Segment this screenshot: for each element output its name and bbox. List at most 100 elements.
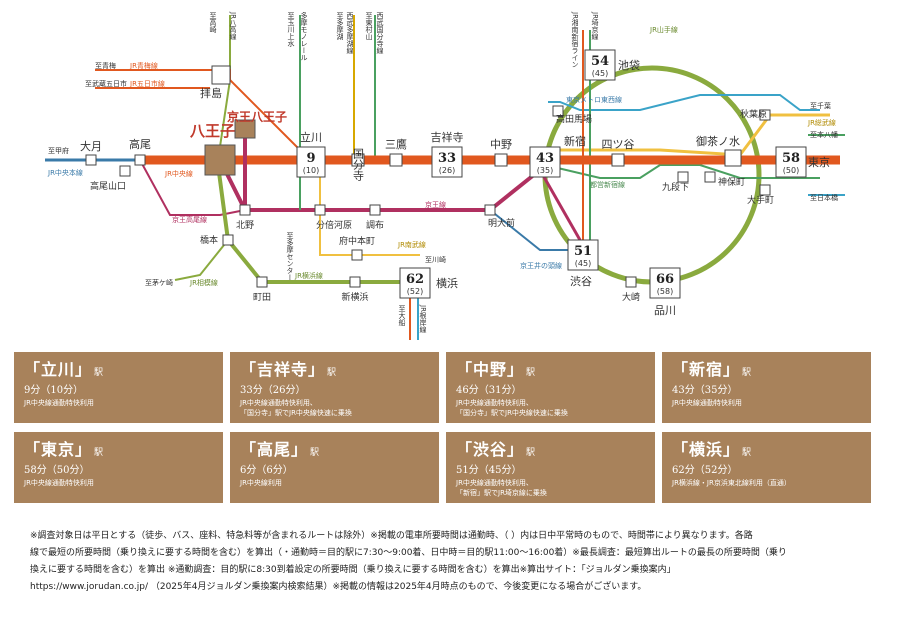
footnotes: ※調査対象日は平日とする（徒歩、バス、座料、特急料等が含まれるルートは除外）※掲… [30, 528, 870, 596]
vline-hachiko: JR八高線 [229, 11, 237, 40]
station-ochanomizu-marker [724, 149, 742, 167]
label-meidaimae: 明大前 [488, 217, 515, 229]
svg-text:9: 9 [306, 151, 315, 166]
label-takadanobaba: 高田馬場 [556, 113, 592, 125]
label-hashimoto: 橋本 [200, 234, 218, 246]
line-label-yokohama: JR横浜線 [294, 271, 323, 280]
vline-negishi: JR根岸線 [419, 304, 427, 333]
label-kitano: 北野 [236, 220, 254, 231]
label-shinyokohama: 新横浜 [341, 291, 368, 303]
line-label-tozai: 東京メトロ東西線 [566, 95, 622, 104]
card-shinjuku: 「新宿」駅 43分（35分） JR中央線通勤特快利用 [662, 352, 871, 423]
box-tokyo: 58(50) [775, 146, 807, 178]
note-line: 線で最短の所要時間（乗り換えに要する時間を含む）を算出（・通勤時＝目的駅に7:3… [30, 548, 787, 558]
label-yotsuya: 四ツ谷 [602, 138, 635, 151]
station-takaosanguchi-marker [119, 165, 131, 177]
box-shinagawa: 66(58) [649, 267, 681, 299]
label-osaki: 大崎 [622, 291, 640, 303]
label-machida: 町田 [253, 292, 271, 303]
dir-tamagawajosui: 至玉川上水 [287, 12, 295, 47]
station-kokubunji-marker [351, 153, 365, 167]
line-label-chuo-main: JR中央本線 [47, 168, 83, 177]
dir-kofu: 至甲府 [48, 146, 69, 155]
dir-chigasaki: 至茅ケ崎 [145, 278, 173, 287]
svg-text:(58): (58) [657, 287, 673, 296]
keio-hachioji-station [234, 119, 256, 139]
dir-kawasaki: 至川崎 [425, 255, 446, 264]
label-kokubunji: 国分寺 [352, 148, 365, 181]
station-akihabara-marker [759, 109, 771, 121]
route-map: 八王子 京王八王子 9(10) 33(26) 43(35) 58(50) 54(… [45, 11, 845, 340]
station-haijima-marker [211, 65, 231, 85]
station-shinyokohama-marker [349, 276, 361, 288]
station-mitaka-marker [389, 153, 403, 167]
station-takao-marker [134, 154, 146, 166]
line-label-toei-shinjuku: 都営新宿線 [590, 180, 625, 189]
tozai-line [548, 94, 820, 111]
line-label-sagami: JR相模線 [189, 278, 218, 287]
label-nakano: 中野 [490, 138, 512, 151]
station-bubaigawara-marker [314, 204, 326, 216]
vline-seibu-tamako: 西武多摩湖線 [346, 12, 354, 54]
note-line: 換えに要する時間を含む）を算出 ※通勤調査：目的駅に8:30到着設定の所要時間（… [30, 565, 676, 575]
svg-text:43: 43 [536, 151, 554, 166]
svg-text:58: 58 [782, 151, 800, 166]
keio-inokashira-line [489, 209, 575, 251]
origin-label: 八王子 [189, 122, 235, 140]
hachioji-station [204, 144, 236, 176]
vline-tama-monorail: 多摩モノレール [300, 11, 308, 61]
note-line: ※調査対象日は平日とする（徒歩、バス、座料、特急料等が含まれるルートは除外）※掲… [30, 531, 753, 541]
label-ochanomizu: 御茶ノ水 [696, 134, 740, 148]
card-kichijoji: 「吉祥寺」駅 33分（26分） JR中央線通勤特快利用、 「国分寺」駅でJR中央… [230, 352, 439, 423]
label-otsuki: 大月 [80, 139, 102, 153]
label-bubaigawara: 分倍河原 [316, 219, 352, 231]
origin-keio-label: 京王八王子 [227, 109, 287, 124]
label-yokohama: 横浜 [436, 276, 458, 290]
toei-shinjuku-line [544, 164, 820, 179]
station-otemachi-marker [759, 184, 771, 196]
svg-text:51: 51 [574, 244, 592, 259]
label-chofu: 調布 [366, 219, 384, 231]
label-shibuya: 渋谷 [570, 275, 592, 288]
keio-takao-line [139, 159, 246, 216]
card-yokohama: 「横浜」駅 62分（52分） JR横浜線・JR京浜東北線利用（直通） [662, 432, 871, 503]
station-kudanshita-marker [677, 171, 689, 183]
station-fuchuhommachi-marker [351, 249, 363, 261]
label-fuchuhommachi: 府中本町 [339, 235, 375, 247]
box-yokohama: 62(52) [399, 267, 431, 299]
label-mitaka: 三鷹 [385, 137, 407, 151]
label-otemachi: 大手町 [747, 194, 774, 206]
sagami-line [174, 239, 229, 281]
box-tachikawa: 9(10) [296, 146, 326, 178]
dir-motoyawata: 至本八幡 [810, 130, 838, 139]
label-takaosanguchi: 高尾山口 [90, 180, 126, 192]
label-tachikawa: 立川 [300, 130, 322, 144]
station-yotsuya-marker [611, 153, 625, 167]
card-shibuya: 「渋谷」駅 51分（45分） JR中央線通勤特快利用、 「新宿」駅でJR埼京線に… [446, 432, 655, 503]
box-ikebukuro: 54(45) [584, 49, 616, 81]
svg-text:(45): (45) [575, 259, 591, 268]
label-ikebukuro: 池袋 [618, 58, 640, 72]
svg-text:54: 54 [591, 54, 609, 69]
line-label-chuo: JR中央線 [164, 169, 193, 178]
svg-text:(45): (45) [592, 69, 608, 78]
station-meidaimae-marker [484, 204, 496, 216]
card-tokyo: 「東京」駅 58分（50分） JR中央線通勤特快利用 [14, 432, 223, 503]
station-takadanobaba-marker [552, 105, 564, 117]
dir-ofuna: 至大船 [398, 305, 406, 327]
label-shinagawa: 品川 [654, 304, 676, 317]
line-label-nambu: JR南武線 [397, 240, 426, 249]
label-tokyo: 東京 [808, 155, 830, 169]
dir-aome: 至青梅 [95, 61, 116, 70]
label-haijima: 拝島 [200, 86, 222, 100]
station-nakano-marker [494, 153, 508, 167]
card-tachikawa: 「立川」駅 9分（10分） JR中央線通勤特快利用 [14, 352, 223, 423]
yokohama-line [216, 164, 410, 284]
keio-line [218, 159, 542, 212]
note-line: https://www.jorudan.co.jp/ （2025年4月ジョルダン… [30, 582, 647, 592]
svg-text:(26): (26) [439, 166, 455, 175]
station-machida-marker [256, 276, 268, 288]
label-kichijoji: 吉祥寺 [431, 130, 464, 144]
card-takao: 「高尾」駅 6分（6分） JR中央線利用 [230, 432, 439, 503]
line-label-itsukaichi: JR五日市線 [129, 79, 165, 88]
